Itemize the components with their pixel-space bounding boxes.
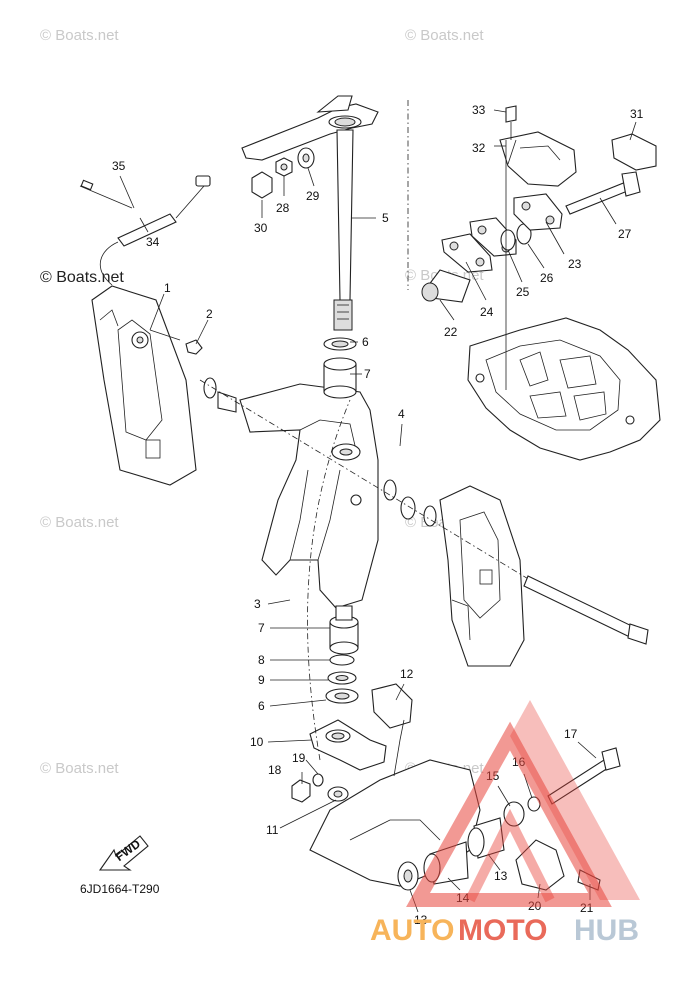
washer <box>312 773 324 787</box>
callout-27: 27 <box>618 227 632 241</box>
callout-22: 22 <box>444 325 458 339</box>
callout-13b: 13 <box>414 913 428 927</box>
callout-35: 35 <box>112 159 126 173</box>
callout-7b: 7 <box>258 621 265 635</box>
automotohub-logo: AUTO MOTO HUB <box>370 700 640 947</box>
long-bolt <box>565 171 641 215</box>
upper-casing <box>407 100 661 461</box>
washer <box>503 801 525 827</box>
callout-1: 1 <box>164 281 171 295</box>
callout-29: 29 <box>306 189 320 203</box>
logo-text-hub: HUB <box>574 914 639 947</box>
washer <box>323 337 357 351</box>
callout-28: 28 <box>276 201 290 215</box>
callout-5: 5 <box>382 211 389 225</box>
bolt <box>185 339 203 355</box>
leader-lines <box>119 109 637 913</box>
callout-7: 7 <box>364 367 371 381</box>
bolt <box>505 105 517 140</box>
callout-11: 11 <box>266 823 279 837</box>
swivel-bracket <box>239 383 379 609</box>
logo-text-moto: MOTO <box>458 914 547 947</box>
through-bolt <box>199 379 649 645</box>
watermark: © Boats.net <box>40 27 119 44</box>
nut <box>275 157 293 177</box>
logo-text-auto: AUTO <box>370 914 454 947</box>
watermark: © Boats.net <box>40 760 119 777</box>
nut <box>251 171 273 199</box>
callout-31: 31 <box>630 107 644 121</box>
right-clamp-bracket <box>439 485 525 667</box>
steering-shaft <box>333 129 354 331</box>
nut <box>291 779 311 803</box>
lower-mount-yoke <box>309 719 387 771</box>
lower-mount-rubber <box>397 861 419 891</box>
watermark: © Boats.net <box>405 27 484 44</box>
washer <box>327 671 357 685</box>
nut <box>327 786 349 802</box>
callout-18: 18 <box>268 763 282 777</box>
washer <box>325 688 359 704</box>
callout-10: 10 <box>250 735 264 749</box>
callout-8: 8 <box>258 653 265 667</box>
callout-3: 3 <box>254 597 261 611</box>
bushing <box>323 357 357 399</box>
callout-2: 2 <box>206 307 213 321</box>
watermark-dark: © Boats.net <box>40 269 124 286</box>
callout-23: 23 <box>568 257 582 271</box>
upper-mount-rubber <box>421 269 471 303</box>
tilt-tube-bushing <box>203 377 437 527</box>
callout-6: 6 <box>362 335 369 349</box>
callout-17: 17 <box>564 727 578 741</box>
callout-32: 32 <box>472 141 486 155</box>
callout-24: 24 <box>480 305 494 319</box>
callout-19: 19 <box>292 751 306 765</box>
lower-cover <box>515 839 565 891</box>
diagram-code: 6JD1664-T290 <box>80 882 160 896</box>
callout-9: 9 <box>258 673 265 687</box>
bushing <box>329 605 359 655</box>
callout-26: 26 <box>540 271 554 285</box>
callout-6b: 6 <box>258 699 265 713</box>
mount-bracket <box>499 131 577 187</box>
callout-30: 30 <box>254 221 268 235</box>
callout-25: 25 <box>516 285 530 299</box>
callout-33: 33 <box>472 103 486 117</box>
washer <box>297 147 315 169</box>
lower-mount-rubber <box>467 817 505 859</box>
triangle-icon <box>406 721 612 907</box>
mount-bracket <box>611 133 657 171</box>
fwd-arrow-icon: FWD <box>98 835 149 871</box>
callout-12: 12 <box>400 667 414 681</box>
lower-bracket <box>371 683 413 729</box>
mount-plate <box>513 193 563 231</box>
o-ring <box>329 654 355 666</box>
left-clamp-bracket <box>91 285 197 486</box>
steering-arm <box>241 95 379 161</box>
mount-plate <box>441 233 493 273</box>
watermark: © Boats.net <box>40 514 119 531</box>
callout-13: 13 <box>494 869 508 883</box>
callout-4: 4 <box>398 407 405 421</box>
callout-34: 34 <box>146 235 160 249</box>
